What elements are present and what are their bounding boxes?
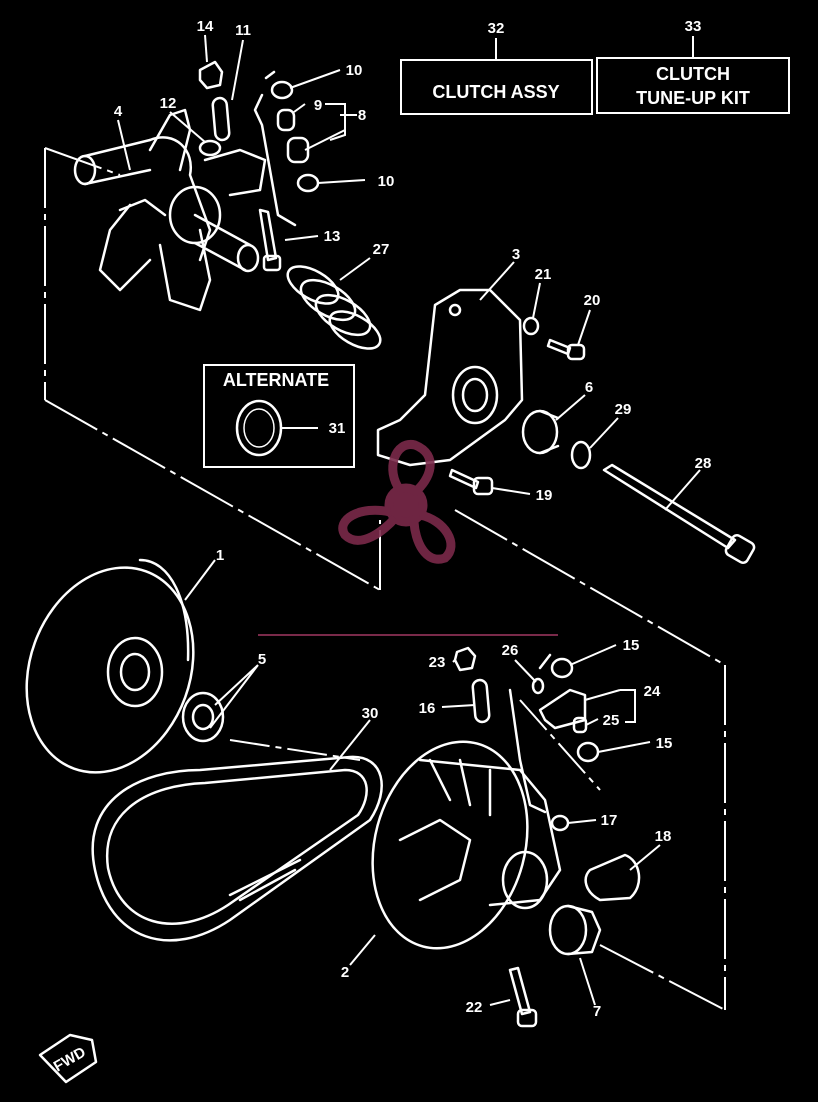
bolt-part-22	[508, 966, 538, 1028]
nut-part-14	[198, 60, 224, 90]
sheave-part-1	[25, 558, 195, 774]
callout-7: 7	[593, 1003, 601, 1020]
primary-shaft-part-4	[73, 108, 267, 312]
callout-numbers: 32 33 14 11 12 4 10 9 8 10 13 27 3 21 20…	[114, 18, 712, 1020]
callout-32: 32	[488, 20, 505, 37]
long-bolt-part-28	[602, 463, 756, 564]
callout-3: 3	[512, 246, 520, 263]
drive-belt-part-30	[91, 755, 383, 942]
callout-30: 30	[362, 705, 379, 722]
callout-1: 1	[216, 547, 224, 564]
callout-17: 17	[601, 812, 618, 829]
spring-part-12	[198, 139, 222, 157]
nut-part-21	[522, 316, 540, 336]
callout-23: 23	[429, 654, 446, 671]
assembly-boundary-lower	[229, 699, 601, 791]
callout-12: 12	[160, 95, 177, 112]
callout-27: 27	[373, 241, 390, 258]
callout-24: 24	[644, 683, 661, 700]
o-ring-part	[235, 399, 283, 457]
pin-part-11	[211, 96, 231, 142]
callout-29: 29	[615, 401, 632, 418]
weight-parts-24-25-26	[508, 653, 600, 814]
callout-2: 2	[341, 964, 349, 981]
callout-31: 31	[329, 420, 346, 437]
callout-6: 6	[585, 379, 593, 396]
callout-18: 18	[655, 828, 672, 845]
callout-9: 9	[314, 97, 322, 114]
cover-part-3	[376, 288, 524, 467]
forward-arrow-icon: FWD	[38, 1033, 98, 1084]
nut-part-17	[550, 814, 570, 832]
clutch-tuneup-label-line2: TUNE-UP KIT	[636, 88, 750, 108]
callout-14: 14	[197, 18, 214, 35]
callout-13: 13	[324, 228, 341, 245]
callout-8: 8	[358, 107, 366, 124]
alternate-label: ALTERNATE	[223, 370, 329, 390]
bolt-part-19	[448, 468, 494, 496]
bushing-part-7	[548, 904, 602, 956]
callout-10-upper: 10	[346, 62, 363, 79]
sleeve-part-18	[584, 853, 641, 902]
clutch-tuneup-label-line1: CLUTCH	[656, 64, 730, 84]
washer-part-5	[181, 691, 225, 743]
assembly-boundary-upper	[44, 147, 726, 1011]
callout-20: 20	[584, 292, 601, 309]
callout-16: 16	[419, 700, 436, 717]
callout-25: 25	[603, 712, 620, 729]
callout-10-lower: 10	[378, 173, 395, 190]
callout-15-upper: 15	[623, 637, 640, 654]
callout-21: 21	[535, 266, 552, 283]
clutch-assy-box: CLUTCH ASSY	[400, 59, 593, 115]
callout-22: 22	[466, 999, 483, 1016]
weight-parts-8-9-10	[253, 70, 320, 227]
alternate-box: ALTERNATE	[203, 364, 355, 468]
nut-part-23	[453, 646, 477, 672]
callout-15-lower: 15	[656, 735, 673, 752]
callout-4: 4	[114, 103, 123, 120]
spring-part-27	[286, 265, 382, 350]
callout-leaders	[117, 34, 701, 1006]
callout-19: 19	[536, 487, 553, 504]
bolt-part-13	[258, 208, 282, 272]
callout-11: 11	[235, 22, 251, 39]
clutch-tuneup-kit-box: CLUTCH TUNE-UP KIT	[596, 57, 790, 114]
callout-26: 26	[502, 642, 519, 659]
callout-5: 5	[258, 651, 266, 668]
ring-part-29	[570, 440, 592, 470]
bolt-part-20	[546, 338, 586, 361]
callout-28: 28	[695, 455, 712, 472]
callout-33: 33	[685, 18, 702, 35]
watermark-logo	[338, 440, 456, 564]
secondary-sheave-part-2	[371, 740, 562, 950]
clutch-assy-label: CLUTCH ASSY	[432, 82, 559, 102]
pin-part-16	[471, 678, 491, 724]
bushing-part-6	[521, 409, 560, 455]
